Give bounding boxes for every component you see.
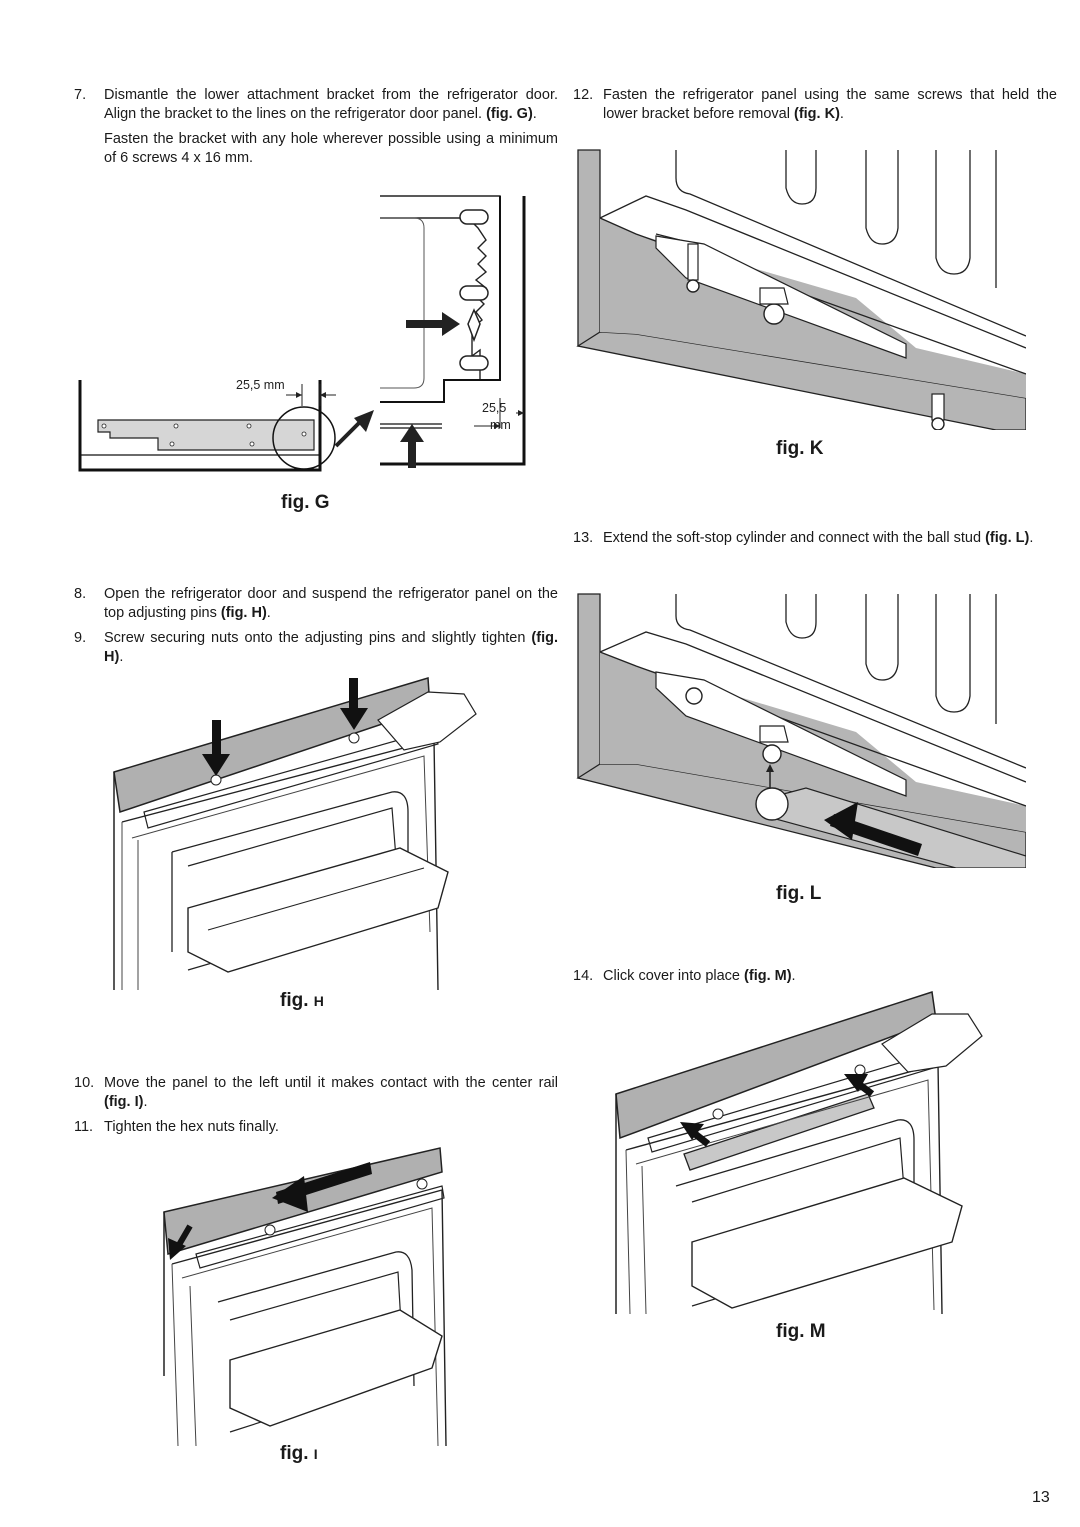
- fig-g-dimension-right-unit: mm: [490, 418, 511, 432]
- fig-i-label-prefix: fig.: [280, 1443, 309, 1464]
- step-14: 14. Click cover into place (fig. M).: [573, 967, 1057, 986]
- step-11: 11. Tighten the hex nuts finally.: [74, 1118, 558, 1137]
- step-punctuation: .: [119, 649, 124, 665]
- step-number: 11.: [74, 1119, 94, 1135]
- fig-m-illustration: [615, 991, 983, 1315]
- step-number: 8.: [74, 586, 87, 602]
- fig-k-label: fig. K: [776, 438, 824, 459]
- figure-reference: (fig. H): [104, 630, 558, 665]
- fig-h-label: fig. H: [280, 990, 324, 1012]
- step-punctuation: .: [266, 605, 271, 621]
- fig-i-label-suffix: I: [313, 1446, 318, 1462]
- step-text: Tighten the hex nuts finally.: [104, 1119, 279, 1135]
- step-punctuation: .: [532, 106, 537, 122]
- step-text: Click cover into place: [603, 968, 745, 984]
- fig-m-label: fig. M: [776, 1321, 826, 1342]
- step-text: Extend the soft-stop cylinder and connec…: [603, 530, 986, 546]
- step-text: Screw securing nuts onto the adjusting p…: [104, 630, 532, 646]
- fig-i-label: fig. I: [280, 1443, 318, 1465]
- step-10: 10. Move the panel to the left until it …: [74, 1074, 558, 1112]
- fig-h-illustration: [113, 677, 477, 991]
- step-text: Fasten the refrigerator panel using the …: [603, 87, 1057, 122]
- fig-g-illustration: 25,5 mm 25,5 mm: [78, 195, 526, 472]
- step-13: 13. Extend the soft-stop cylinder and co…: [573, 529, 1057, 548]
- step-9: 9. Screw securing nuts onto the adjustin…: [74, 629, 558, 667]
- step-text: Move the panel to the left until it make…: [104, 1075, 558, 1091]
- step-text: Dismantle the lower attachment bracket f…: [104, 87, 558, 122]
- fig-g-label: fig. G: [281, 492, 330, 513]
- page-number: 13: [1032, 1489, 1050, 1506]
- step-number: 14.: [573, 968, 594, 984]
- fig-h-label-suffix: H: [313, 993, 324, 1009]
- fig-g-dimension-left: 25,5 mm: [236, 378, 285, 392]
- fig-g-dimension-right: 25,5: [482, 401, 506, 415]
- fig-l-illustration: [576, 593, 1026, 868]
- step-punctuation: .: [791, 968, 796, 984]
- fig-k-illustration: [576, 149, 1026, 430]
- step-7-paragraph-2: Fasten the bracket with any hole whereve…: [104, 131, 558, 166]
- step-number: 12.: [573, 87, 594, 103]
- step-punctuation: .: [1029, 530, 1034, 546]
- figure-reference: (fig. L): [985, 530, 1030, 546]
- step-12: 12. Fasten the refrigerator panel using …: [573, 86, 1057, 124]
- figure-reference: (fig. G): [486, 106, 533, 122]
- step-7: 7. Dismantle the lower attachment bracke…: [74, 86, 558, 168]
- fig-h-label-prefix: fig.: [280, 990, 309, 1011]
- figure-reference: (fig. I): [104, 1094, 144, 1110]
- step-punctuation: .: [839, 106, 844, 122]
- step-number: 9.: [74, 630, 87, 646]
- fig-i-illustration: [163, 1147, 447, 1446]
- figure-reference: (fig. K): [794, 106, 840, 122]
- figure-reference: (fig. M): [744, 968, 792, 984]
- step-8: 8. Open the refrigerator door and suspen…: [74, 585, 558, 623]
- step-number: 10.: [74, 1075, 95, 1091]
- step-number: 13.: [573, 530, 594, 546]
- step-punctuation: .: [143, 1094, 148, 1110]
- step-text: Open the refrigerator door and suspend t…: [104, 586, 558, 621]
- figure-reference: (fig. H): [220, 605, 267, 621]
- step-number: 7.: [74, 87, 87, 103]
- fig-l-label: fig. L: [776, 883, 822, 904]
